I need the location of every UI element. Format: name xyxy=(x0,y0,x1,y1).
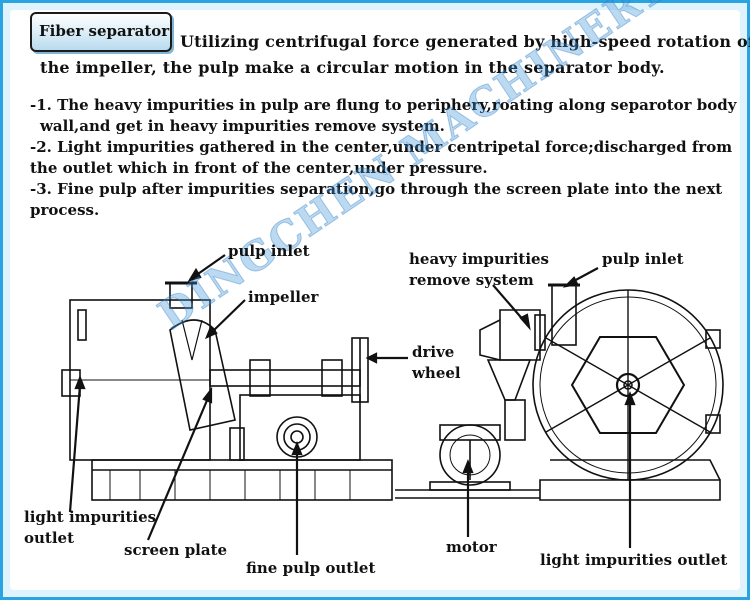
right-separator-drawing xyxy=(395,283,724,501)
label-drive-line-1: drive xyxy=(412,343,455,361)
label-heavy-impurities-line-2: remove system xyxy=(409,271,534,289)
label-motor: motor xyxy=(446,538,497,556)
point-1-line-2: wall,and get in heavy impurities remove … xyxy=(40,117,445,135)
label-impeller: impeller xyxy=(248,288,319,306)
label-left-light-impurities-line-2: outlet xyxy=(24,529,75,547)
right-light-impurities-outlet-ring xyxy=(615,372,641,398)
label-right-pulp-inlet: pulp inlet xyxy=(602,250,684,268)
left-separator-drawing xyxy=(61,281,393,501)
label-screen-plate: screen plate xyxy=(124,541,228,559)
callout-arrows xyxy=(68,254,636,555)
left-base xyxy=(91,459,393,501)
label-fine-pulp-outlet: fine pulp outlet xyxy=(246,559,376,577)
right-heavy-impurities-system xyxy=(499,309,541,361)
point-3-line-1: -3. Fine pulp after impurities separatio… xyxy=(30,180,723,198)
point-2-line-2: the outlet which in front of the center,… xyxy=(30,159,488,177)
point-1-line-1: -1. The heavy impurities in pulp are flu… xyxy=(30,96,737,114)
label-heavy-impurities-line-1: heavy impurities xyxy=(409,250,550,268)
label-right-light-impurities-outlet: light impurities outlet xyxy=(540,551,728,569)
title-badge: Fiber separator xyxy=(30,12,172,52)
label-left-pulp-inlet: pulp inlet xyxy=(228,242,310,260)
intro-line-2: the impeller, the pulp make a circular m… xyxy=(40,58,665,77)
point-2-line-1: -2. Light impurities gathered in the cen… xyxy=(30,138,733,156)
intro-line-1: Utilizing centrifugal force generated by… xyxy=(180,32,750,51)
label-left-light-impurities-line-1: light impurities xyxy=(24,508,157,526)
point-3-line-2: process. xyxy=(30,201,100,219)
title-badge-text: Fiber separator xyxy=(39,22,170,40)
left-shaft xyxy=(209,369,361,387)
label-drive-line-2: wheel xyxy=(412,364,461,382)
